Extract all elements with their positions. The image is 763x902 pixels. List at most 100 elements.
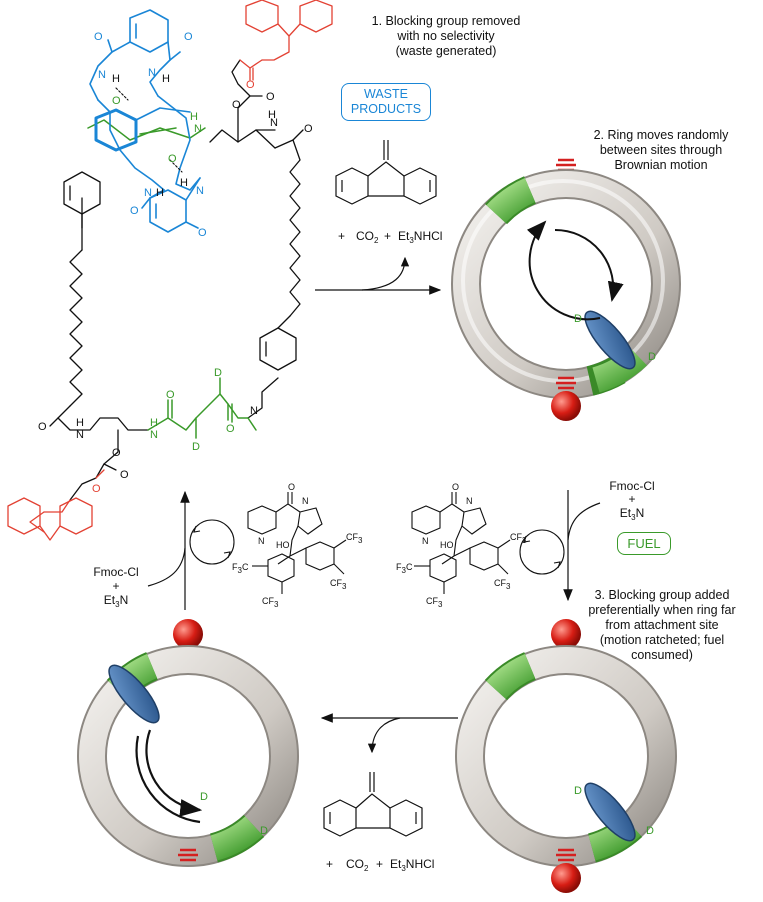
- plus-sign: +: [628, 492, 635, 506]
- et3n-label: Et3N: [620, 506, 644, 522]
- atom-n: N: [150, 429, 158, 441]
- rotaxane-molecule: [7, 0, 333, 541]
- fmoc-cl-label: Fmoc-Cl: [609, 479, 654, 493]
- atom-d: D: [260, 825, 268, 837]
- atom-o: O: [168, 153, 177, 165]
- atom-o: O: [184, 31, 193, 43]
- fumaramide-station: [87, 119, 257, 439]
- step3-note: 3. Blocking group added preferentially w…: [566, 588, 758, 663]
- atom-d: D: [574, 313, 582, 325]
- atom-h: H: [180, 177, 188, 189]
- atom-o: O: [232, 99, 241, 111]
- stopper-ball: [173, 619, 203, 649]
- catalyst-right-labels: O N N HO CF3 CF3 F3C CF3: [396, 482, 527, 609]
- reagent-left: Fmoc-Cl + Et3N: [93, 565, 138, 609]
- atom-o: O: [304, 123, 313, 135]
- atom-h: H: [268, 109, 276, 121]
- fmoc-group-top: [239, 0, 333, 81]
- step2-line1: 2. Ring moves randomly: [593, 128, 729, 142]
- f3c-label: F3C: [396, 562, 413, 575]
- macrocycle-ring: [584, 782, 636, 842]
- plus-sign: +: [326, 857, 333, 871]
- thread-chain: [57, 59, 301, 501]
- atom-n: N: [194, 123, 202, 135]
- atom-h: H: [190, 111, 198, 123]
- reagent-right: Fmoc-Cl + Et3N: [609, 479, 654, 522]
- atom-n: N: [148, 67, 156, 79]
- stopper-ball: [551, 619, 581, 649]
- atom-h: H: [156, 187, 164, 199]
- byproduct-arrow-bottom: [367, 717, 401, 754]
- atom-o: O: [226, 423, 235, 435]
- cf3-label: CF3: [262, 596, 279, 609]
- fuel-label: FUEL: [627, 536, 661, 551]
- rotaxane-cartoon-step4: D D: [77, 619, 299, 867]
- catalyst-left-labels: O N N HO CF3 CF3 F3C CF3: [232, 482, 363, 609]
- atom-n: N: [422, 536, 429, 546]
- atom-o: O: [94, 31, 103, 43]
- plus-sign: +: [376, 857, 383, 871]
- et3nhcl-label: Et3NHCl: [390, 857, 434, 873]
- reaction-arrows: [147, 256, 601, 754]
- atom-ho: HO: [440, 540, 454, 550]
- fuel-box: FUEL: [617, 532, 671, 555]
- step3-line2: preferentially when ring far: [588, 603, 736, 617]
- f3c-label: F3C: [232, 562, 249, 575]
- atom-d: D: [574, 785, 582, 797]
- atom-o: O: [92, 483, 101, 495]
- stopper-ball: [551, 391, 581, 421]
- atom-n: N: [76, 429, 84, 441]
- atom-o: O: [246, 79, 255, 91]
- rotaxane-cartoon-step3: D D: [455, 619, 677, 893]
- plus-sign: +: [112, 579, 119, 593]
- step1-line3: (waste generated): [395, 44, 497, 58]
- cf3-label: CF3: [510, 532, 527, 545]
- atom-n: N: [98, 69, 106, 81]
- atom-d: D: [200, 791, 208, 803]
- atom-h: H: [76, 417, 84, 429]
- macrocycle-structure: [89, 9, 201, 233]
- atom-n: N: [270, 117, 278, 129]
- atom-o: O: [112, 95, 121, 107]
- dibenzofulvene-bottom: [323, 772, 423, 837]
- molecule-atom-labels: N H N H O H N O H N N H O O O O O O O N …: [38, 31, 313, 495]
- stopper-ball: [551, 863, 581, 893]
- plus-sign: +: [338, 229, 345, 243]
- atom-o: O: [120, 469, 129, 481]
- atom-h: H: [162, 73, 170, 85]
- fuel-in-right: [567, 502, 601, 541]
- rotaxane-cartoon-step2: D D: [451, 158, 681, 421]
- atom-o: O: [130, 205, 139, 217]
- waste-products-label: WASTE PRODUCTS: [350, 87, 422, 116]
- atom-o: O: [266, 91, 275, 103]
- cf3-label: CF3: [494, 578, 511, 591]
- byproducts-bottom: + CO2 + Et3NHCl: [326, 857, 434, 873]
- atom-n: N: [144, 187, 152, 199]
- cf3-label: CF3: [346, 532, 363, 545]
- atom-o: O: [166, 389, 175, 401]
- catalyst-right: [411, 492, 511, 594]
- plus-sign: +: [384, 229, 391, 243]
- atom-n: N: [466, 496, 473, 506]
- co2-label: CO2: [346, 857, 369, 873]
- atom-h: H: [150, 417, 158, 429]
- atom-n: N: [302, 496, 309, 506]
- atom-d: D: [648, 351, 656, 363]
- fmoc-cl-label: Fmoc-Cl: [93, 565, 138, 579]
- macrocycle-ring: [108, 664, 160, 724]
- atom-o: O: [288, 482, 295, 492]
- atom-d: D: [192, 441, 200, 453]
- atom-o: O: [452, 482, 459, 492]
- catalyst-left: [247, 492, 347, 594]
- atom-n: N: [250, 405, 258, 417]
- atom-d: D: [214, 367, 222, 379]
- catalytic-cycles: [189, 519, 565, 575]
- co2-label: CO2: [356, 229, 379, 245]
- byproducts-top: + CO2 + Et3NHCl: [338, 229, 442, 245]
- step2-line3: Brownian motion: [614, 158, 708, 172]
- step2-line2: between sites through: [599, 143, 723, 157]
- waste-products-box: WASTE PRODUCTS: [341, 83, 431, 121]
- atom-o: O: [112, 447, 121, 459]
